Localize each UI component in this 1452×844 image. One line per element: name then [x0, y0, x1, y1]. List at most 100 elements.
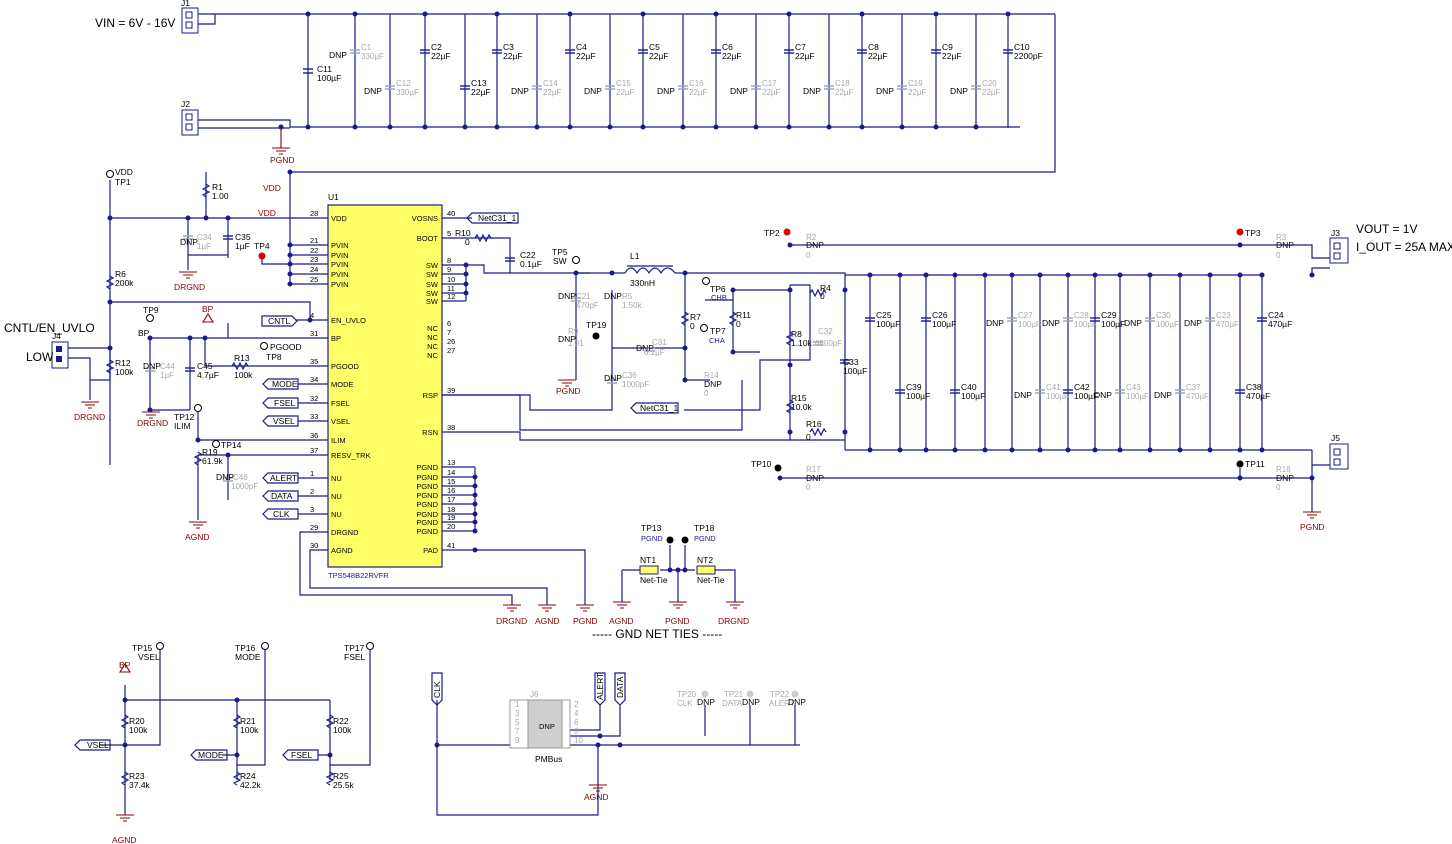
u1-pin-name-r3: SW — [426, 270, 439, 279]
tp18-net: PGND — [694, 534, 716, 543]
u1-pin-name-l17: DRGND — [331, 528, 359, 537]
r4-val: 0 — [820, 291, 825, 301]
tp13-net: PGND — [641, 534, 663, 543]
cap-in-bot-7-val: 22µF — [908, 88, 927, 97]
j6-pin-5: 5 — [515, 718, 520, 727]
tp18-ref: TP18 — [694, 523, 715, 533]
l1-val: 330nH — [630, 278, 655, 288]
cap-out-top-5-dnp: DNP — [1124, 318, 1142, 328]
cap-in-bot-3-val: 22µF — [616, 88, 635, 97]
cap-in-bot-3-dnp: DNP — [584, 86, 602, 96]
cap-in-bot-4-dnp: DNP — [657, 86, 675, 96]
gnd-drgnd-4: DRGND — [496, 616, 527, 626]
u1-pin-name-r7: NC — [427, 324, 438, 333]
ic-left-pins: 28VDD21PVIN22PVIN23PVIN24PVIN25PVIN4EN_U… — [310, 209, 371, 555]
tp5-ref: TP5 — [552, 247, 568, 257]
port-netc31-a: NetC31_1 — [478, 213, 517, 223]
nt2-val: Net-Tie — [697, 575, 725, 585]
u1-pin-num-r10: 27 — [447, 346, 455, 355]
cap-in-top-9-ref: C10 — [1014, 42, 1030, 52]
cap-out-top-1-ref: C26 — [932, 310, 948, 320]
cap-out-top-0-ref: C25 — [876, 310, 892, 320]
u1-pin-name-l16: NU — [331, 510, 342, 519]
u1-pin-num-r2: 8 — [447, 256, 451, 265]
c34-val: 1µF — [197, 242, 211, 251]
tp1-ref: TP1 — [115, 177, 131, 187]
l1-ref: L1 — [630, 251, 640, 261]
cap-in-top-9-val: 2200pF — [1014, 51, 1043, 61]
u1-pin-num-r14: 14 — [447, 468, 455, 477]
r11-val: 0 — [736, 319, 741, 329]
cap-in-top-3-ref: C4 — [576, 42, 587, 52]
cap-out-bot-4-val: 100µF — [1126, 392, 1149, 401]
c34-dnp: DNP — [180, 237, 198, 247]
u1-pin-num-r21: 41 — [447, 541, 455, 550]
cap-c45-shape — [185, 367, 195, 372]
u1-pin-num-l0: 28 — [310, 209, 318, 218]
r18-dnp: DNP — [1276, 473, 1294, 483]
j2-label: J2 — [181, 99, 190, 109]
r11-ref: R11 — [736, 310, 751, 320]
cap-in-bot-5-dnp: DNP — [730, 86, 748, 96]
net-tie-nt2: NT2 Net-Tie — [696, 555, 725, 585]
gnd-pgnd-1: PGND — [270, 155, 295, 165]
u1-pin-num-l18: 30 — [310, 541, 318, 550]
r1-ref: R1 — [212, 182, 223, 192]
c33-val: 100µF — [843, 366, 867, 376]
gnd-drgnd-5: DRGND — [718, 616, 749, 626]
u1-pin-name-l15: NU — [331, 492, 342, 501]
u1-pin-name-r4: SW — [426, 280, 439, 289]
cap-c35-shape — [223, 235, 233, 240]
gnd-pgnd-4: PGND — [665, 616, 690, 626]
gnd-drgnd-3: DRGND — [137, 418, 168, 428]
r2-val: 0 — [806, 251, 811, 260]
tp11-ref: TP11 — [1245, 459, 1265, 469]
cap-out-top-3-ref: C28 — [1074, 311, 1089, 320]
c22-val: 0.1µF — [520, 259, 542, 269]
u1-pin-num-l11: 33 — [310, 412, 318, 421]
u1-pin-name-r2: SW — [426, 261, 439, 270]
cap-in-bot-0-val: 330µF — [396, 88, 419, 97]
cap-in-top-0-dnp: DNP — [329, 50, 347, 60]
cap-in-bot-5-val: 22µF — [762, 88, 781, 97]
c44-val: 1µF — [160, 371, 174, 380]
c21-dnp: DNP — [558, 291, 576, 301]
cap-in-bot-5-ref: C17 — [762, 79, 777, 88]
tp22-ref: TP22 — [770, 690, 790, 699]
u1-pin-num-r15: 15 — [447, 477, 455, 486]
tp20-ref: TP20 — [677, 690, 697, 699]
u1-pin-num-r8: 7 — [447, 328, 451, 337]
u1-pin-name-l5: PVIN — [331, 280, 349, 289]
r18-val: 0 — [1276, 483, 1281, 492]
connector-j1: J1 — [181, 0, 199, 34]
cap-out-bot-1-val: 100µF — [961, 391, 985, 401]
cap-out-top-5-val: 100µF — [1156, 320, 1179, 329]
cap-out-bot-0-ref: C39 — [906, 382, 922, 392]
u1-pin-num-l14: 1 — [310, 469, 314, 478]
cap-c46-shape — [223, 477, 233, 482]
cap-in-bot-3-ref: C15 — [616, 79, 631, 88]
u1-pin-name-r18: PGND — [416, 510, 438, 519]
cap-in-top-6-val: 22µF — [795, 51, 815, 61]
u1-pin-num-r18: 18 — [447, 505, 455, 514]
cap-out-top-7-val: 470µF — [1268, 319, 1292, 329]
c44-ref: C44 — [160, 362, 175, 371]
r25-val: 25.5k — [333, 780, 355, 790]
cap-c44-shape — [145, 367, 155, 372]
r8-ref: R8 — [791, 329, 802, 339]
r17-dnp: DNP — [806, 473, 824, 483]
r2-ref: R2 — [806, 233, 817, 242]
tp7-ref: TP7 — [710, 326, 726, 336]
c34-ref: C34 — [197, 233, 212, 242]
cap-out-top-6-val: 470µF — [1216, 320, 1239, 329]
input-capacitors: DNPC1330µFC222µFC322µFC422µFC522µFC622µF… — [303, 42, 1043, 97]
j6-pin-1: 1 — [515, 700, 520, 709]
c11-val: 100µF — [317, 73, 341, 83]
